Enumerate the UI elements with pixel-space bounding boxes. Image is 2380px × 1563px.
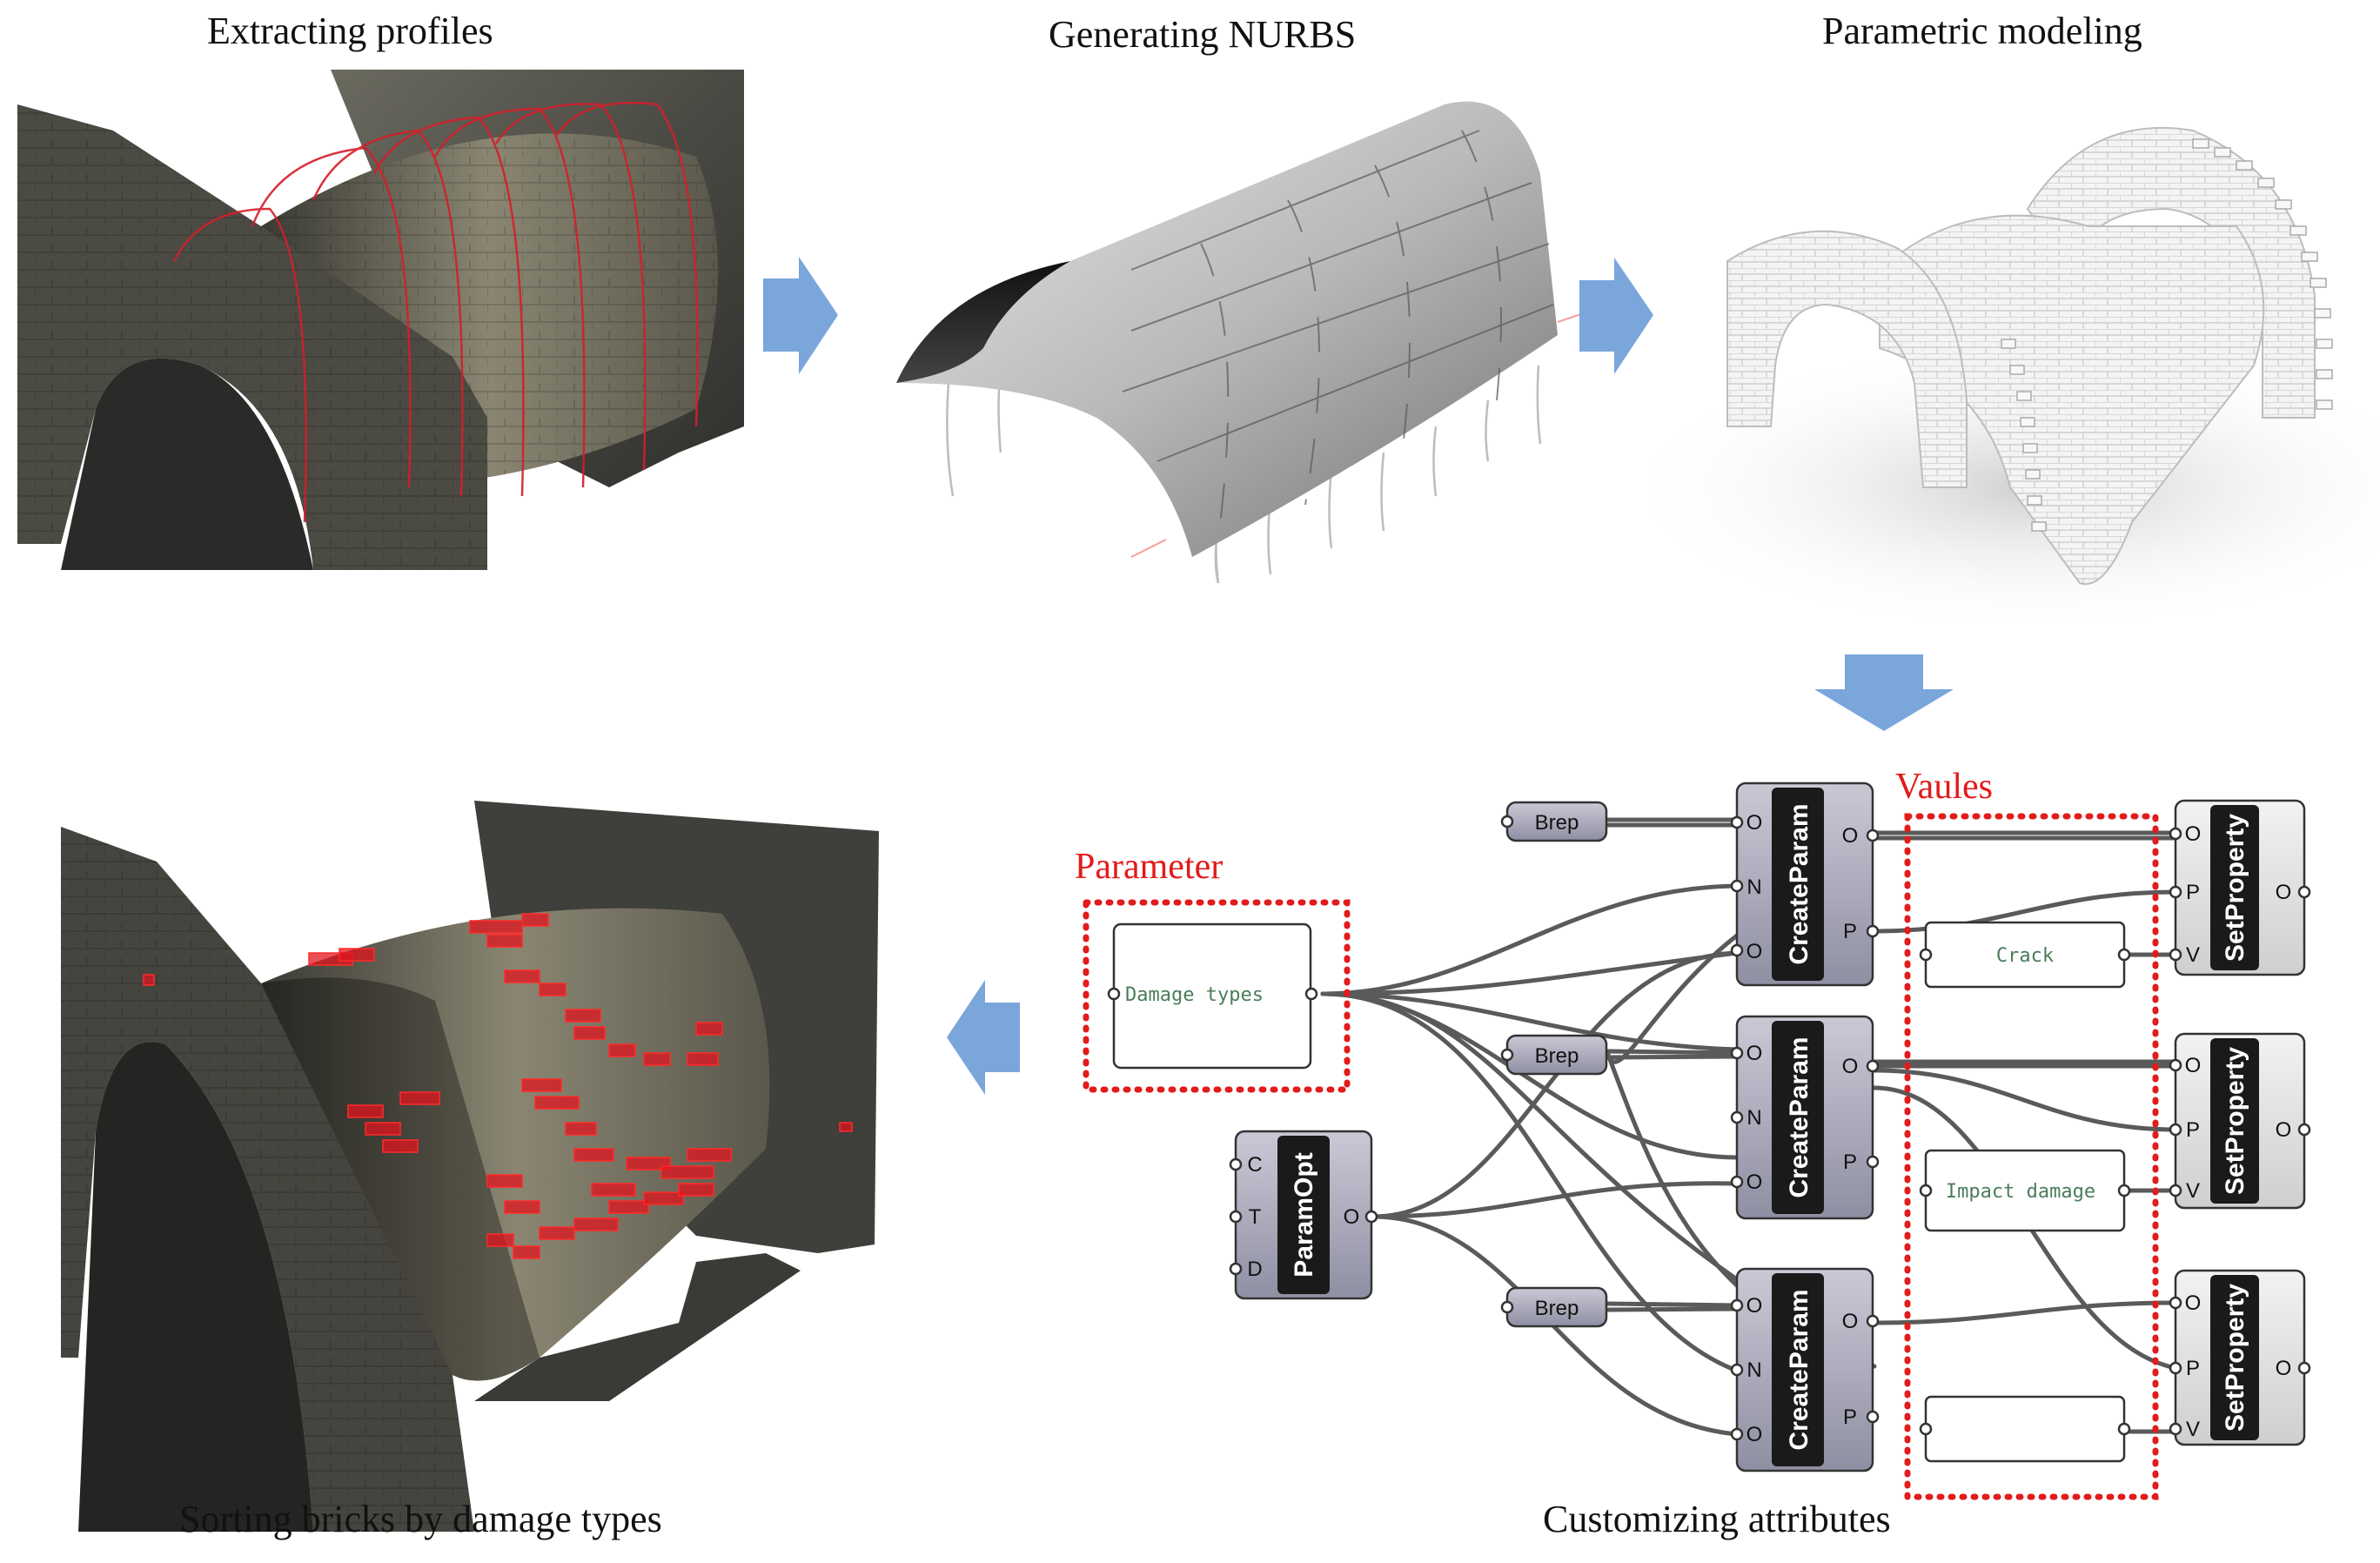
caption-generating-nurbs: Generating NURBS: [1049, 13, 1357, 56]
setproperty3-in-v: V: [2186, 1418, 2200, 1441]
parametric-model-image: [1619, 127, 2380, 635]
createparam2-out-o: O: [1842, 1055, 1859, 1078]
caption-sorting-bricks: Sorting bricks by damage types: [179, 1498, 662, 1540]
brep-node-3[interactable]: [1500, 1286, 1608, 1328]
value-panel-impact[interactable]: [1919, 1149, 2131, 1232]
createparam3-in-n: N: [1746, 1358, 1761, 1382]
setproperty2-in-o: O: [2185, 1054, 2202, 1077]
setproperty3-in-o: O: [2185, 1291, 2202, 1315]
setproperty-node-3[interactable]: [2169, 1269, 2311, 1446]
paramopt-title: ParamOpt: [1290, 1152, 1318, 1277]
paramopt-node[interactable]: [1229, 1130, 1378, 1300]
createparam3-out-o: O: [1842, 1310, 1859, 1333]
setproperty2-title: SetProperty: [2221, 1047, 2249, 1195]
brep-node-1[interactable]: [1500, 801, 1608, 842]
damage-types-text: Damage types: [1125, 984, 1264, 1006]
gh-wires: [1320, 817, 2178, 1437]
createparam1-out-p: P: [1843, 920, 1857, 943]
setproperty1-in-o: O: [2185, 822, 2202, 846]
setproperty3-title: SetProperty: [2221, 1284, 2249, 1432]
paramopt-input-c: C: [1247, 1153, 1262, 1177]
setproperty1-out-o: O: [2276, 881, 2292, 904]
damage-markers: [143, 913, 853, 1259]
createparam2-in-o1: O: [1746, 1042, 1763, 1065]
setproperty3-in-p: P: [2186, 1357, 2200, 1380]
damage-types-panel[interactable]: [1107, 922, 1318, 1070]
createparam2-in-o2: O: [1746, 1171, 1763, 1194]
setproperty1-in-v: V: [2186, 943, 2200, 967]
createparam1-out-o: O: [1842, 824, 1859, 848]
setproperty2-out-o: O: [2276, 1118, 2292, 1142]
createparam1-in-n: N: [1746, 875, 1761, 899]
createparam3-in-o2: O: [1746, 1423, 1763, 1446]
setproperty-node-1[interactable]: [2169, 799, 2311, 976]
flow-arrow-down: [1814, 654, 1954, 731]
setproperty2-in-v: V: [2186, 1179, 2200, 1203]
setproperty-node-2[interactable]: [2169, 1032, 2311, 1210]
setproperty2-in-p: P: [2186, 1118, 2200, 1142]
setproperty3-out-o: O: [2276, 1357, 2292, 1380]
paramopt-input-d: D: [1247, 1258, 1262, 1281]
brep-label-1: Brep: [1535, 811, 1579, 835]
caption-parametric-modeling: Parametric modeling: [1822, 10, 2142, 52]
paramopt-input-t: T: [1249, 1205, 1262, 1229]
flow-arrow-right-2: [1579, 258, 1653, 374]
nurbs-surface-image: [896, 101, 1585, 584]
createparam2-out-p: P: [1843, 1150, 1857, 1174]
value-panel-crack[interactable]: [1919, 921, 2131, 989]
createparam3-title: CreateParam: [1785, 1289, 1813, 1450]
label-parameter: Parameter: [1075, 847, 1224, 887]
createparam-node-1[interactable]: [1730, 782, 1880, 987]
values-dashed-box: [1904, 813, 2159, 1500]
createparam2-in-n: N: [1746, 1106, 1761, 1130]
createparam3-in-o1: O: [1746, 1294, 1763, 1318]
paramopt-output-o: O: [1344, 1205, 1360, 1229]
brep-node-2[interactable]: [1500, 1034, 1608, 1076]
flow-arrow-left: [947, 980, 1020, 1095]
parameter-dashed-box: [1083, 899, 1351, 1093]
value-impact-text: Impact damage: [1946, 1181, 2095, 1203]
brep-label-3: Brep: [1535, 1297, 1579, 1320]
createparam2-title: CreateParam: [1785, 1036, 1813, 1197]
caption-customizing-attributes: Customizing attributes: [1543, 1498, 1891, 1540]
setproperty1-title: SetProperty: [2221, 814, 2249, 962]
value-panel-empty[interactable]: [1919, 1395, 2131, 1463]
createparam1-in-o2: O: [1746, 940, 1763, 963]
setproperty1-in-p: P: [2186, 881, 2200, 904]
flow-arrow-right-1: [763, 257, 838, 374]
createparam3-out-p: P: [1843, 1405, 1857, 1429]
sorting-bricks-image: [61, 801, 879, 1532]
value-crack-text: Crack: [1996, 945, 2054, 967]
createparam-node-3[interactable]: [1730, 1267, 1880, 1472]
createparam1-in-o1: O: [1746, 811, 1763, 835]
createparam-node-2[interactable]: [1730, 1015, 1880, 1220]
extracting-profiles-image: [17, 70, 744, 570]
brep-label-2: Brep: [1535, 1044, 1579, 1068]
caption-extracting-profiles: Extracting profiles: [207, 10, 493, 52]
label-values: Vaules: [1895, 767, 1993, 807]
createparam1-title: CreateParam: [1785, 803, 1813, 964]
